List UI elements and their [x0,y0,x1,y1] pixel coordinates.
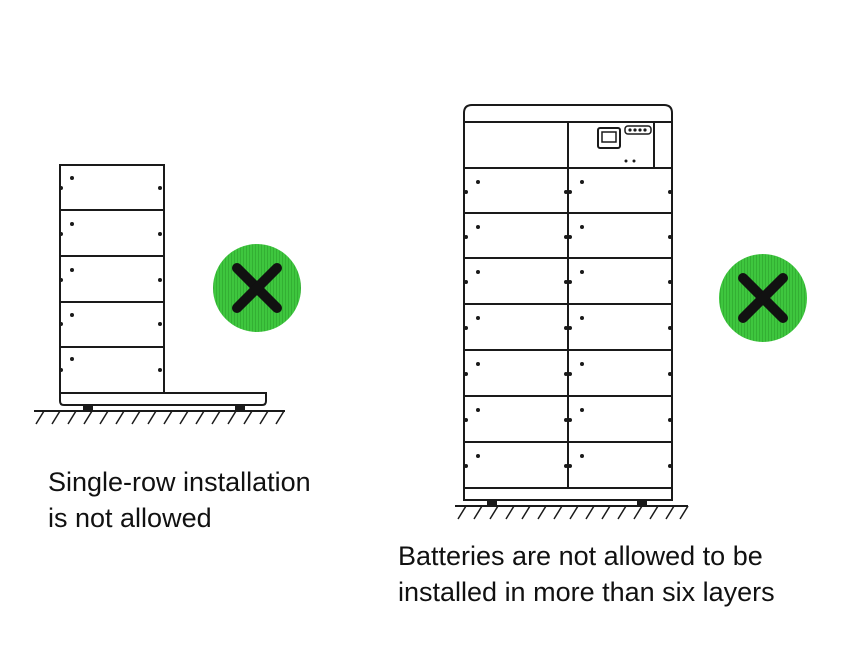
cross-icon [719,254,807,342]
cross-icon [213,244,301,332]
right-ground-hatch [457,505,689,520]
seven-layer-cabinet [463,104,673,501]
control-panel [597,125,652,163]
left-ground-hatch [35,410,285,425]
layer-limit-caption: Batteries are not allowed to be installe… [398,538,775,610]
single-row-base [34,392,285,412]
caption-line: Single-row installation [48,467,311,497]
caption-line: is not allowed [48,503,212,533]
caption-line: Batteries are not allowed to be [398,541,763,571]
single-row-module-dots [59,176,162,372]
cabinet-module-dots [464,180,672,468]
caption-line: installed in more than six layers [398,577,775,607]
single-row-stack [59,164,165,394]
single-row-caption: Single-row installation is not allowed [48,464,311,536]
cabinet-base [455,499,688,507]
